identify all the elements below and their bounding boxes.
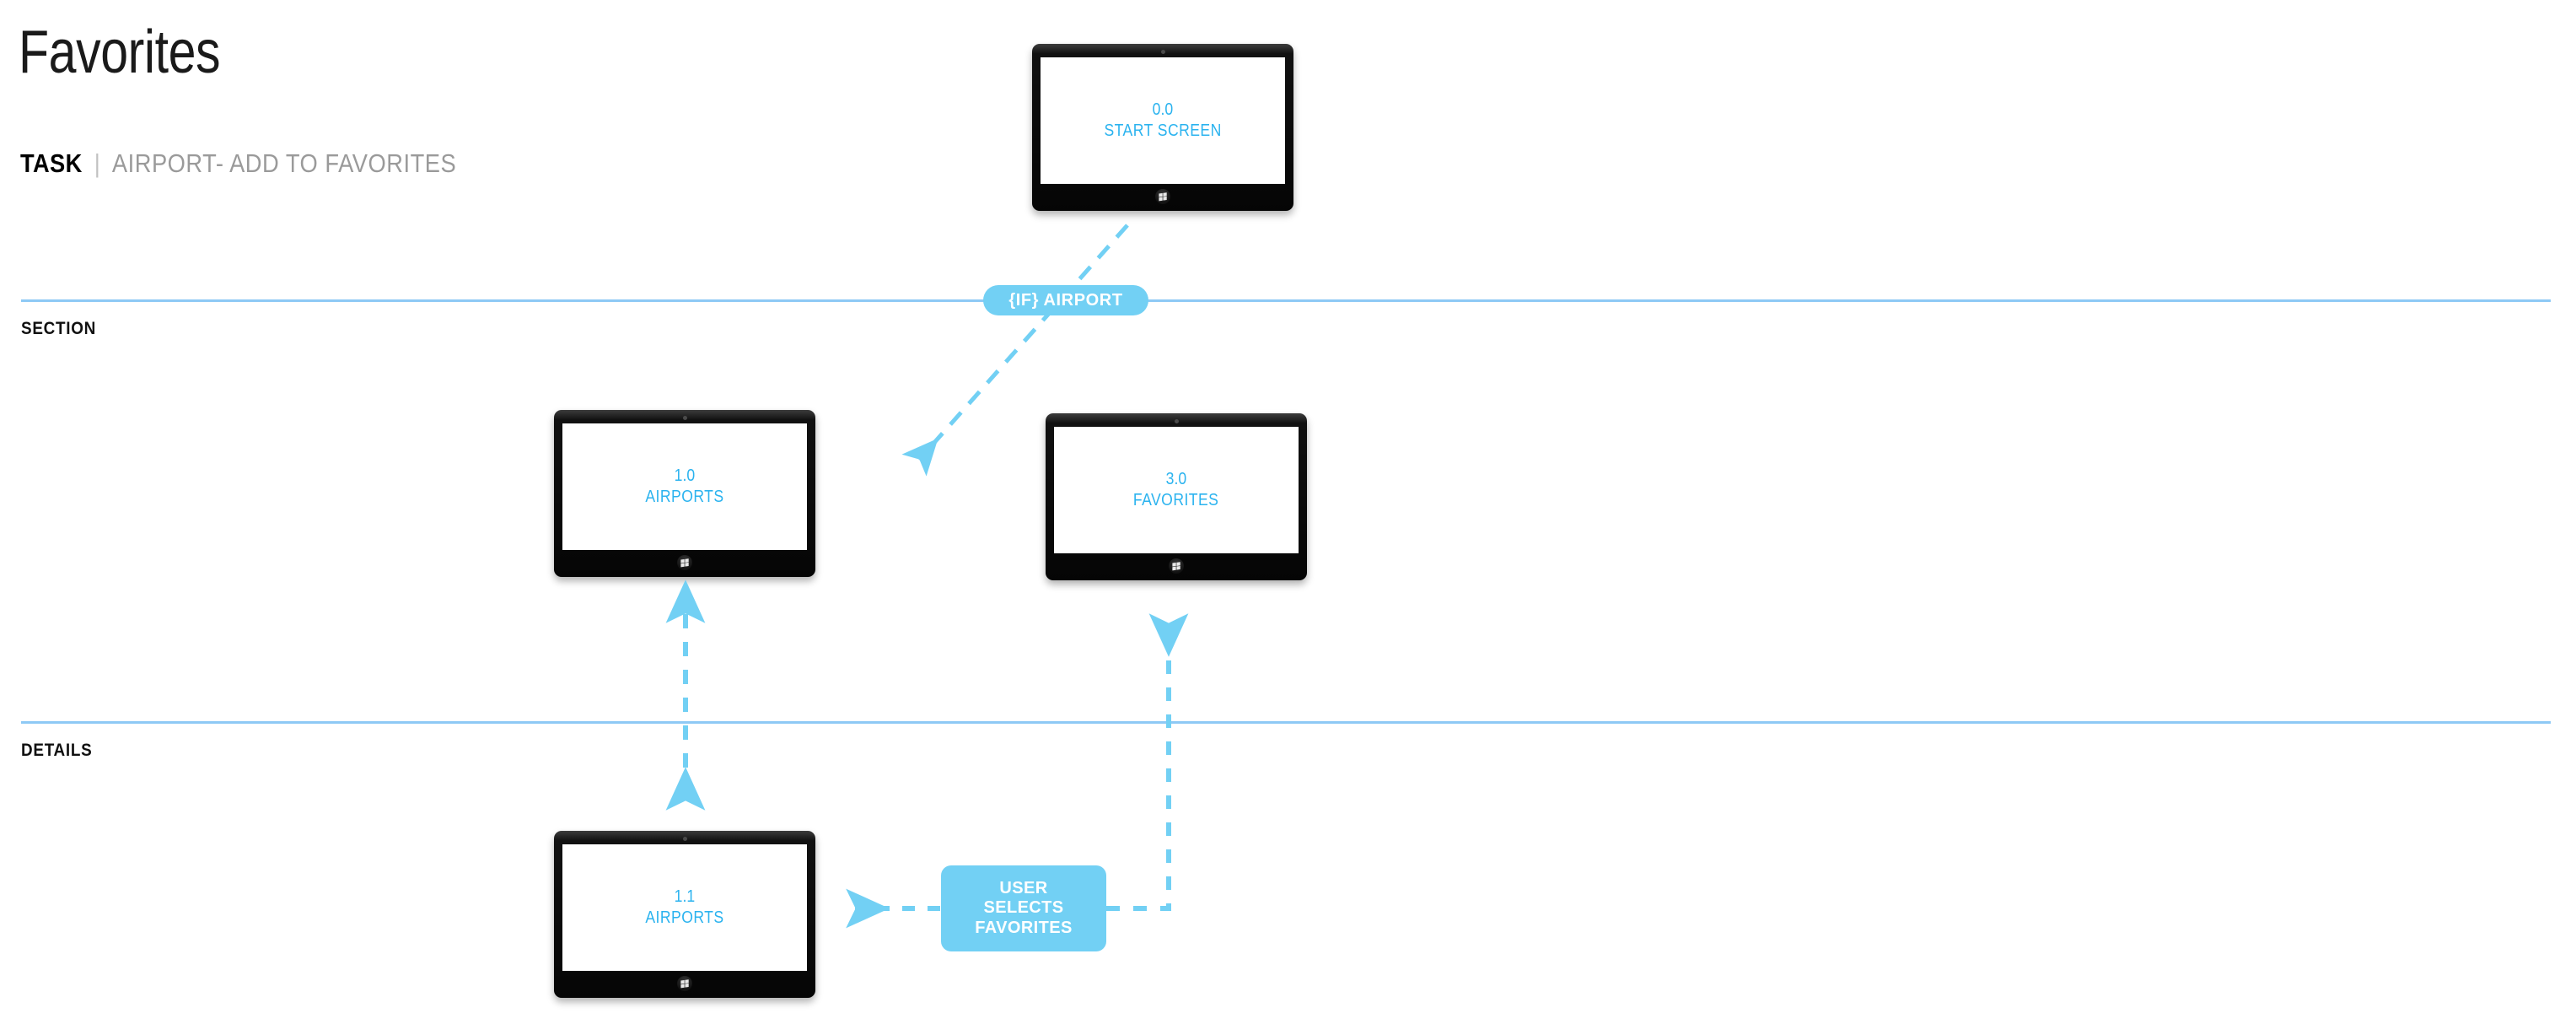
screen-airports-detail[interactable]: 1.1 AIRPORTS	[562, 844, 807, 971]
note-line-3: FAVORITES	[975, 918, 1073, 937]
windows-logo-icon[interactable]	[677, 555, 692, 570]
screen-favorites[interactable]: 3.0 FAVORITES	[1054, 427, 1299, 553]
section-label: SECTION	[21, 319, 97, 338]
windows-logo-icon[interactable]	[677, 976, 692, 991]
screen-number: 0.0	[1152, 100, 1174, 119]
condition-pill-label: {IF} AIRPORT	[1008, 290, 1123, 310]
device-favorites[interactable]: 3.0 FAVORITES	[1046, 413, 1307, 580]
task-breadcrumb: TASK | AIRPORT- ADD TO FAVORITES	[20, 148, 456, 179]
screen-number: 1.0	[674, 466, 696, 485]
windows-logo-icon[interactable]	[1169, 558, 1184, 574]
screen-name: START SCREEN	[1104, 121, 1222, 140]
page-title: Favorites	[19, 19, 221, 86]
task-separator: |	[94, 148, 100, 178]
arrow-note-to-favorites	[1106, 613, 1189, 911]
section-divider-line	[21, 299, 2551, 302]
screen-name: FAVORITES	[1133, 491, 1219, 509]
screen-start-screen[interactable]: 0.0 START SCREEN	[1041, 57, 1285, 184]
device-airports-detail[interactable]: 1.1 AIRPORTS	[554, 831, 815, 998]
camera-dot	[682, 837, 687, 841]
device-airports[interactable]: 1.0 AIRPORTS	[554, 410, 815, 577]
screen-number: 3.0	[1165, 470, 1187, 488]
task-value: AIRPORT- ADD TO FAVORITES	[111, 148, 457, 178]
screen-number: 1.1	[674, 887, 696, 906]
device-start-screen[interactable]: 0.0 START SCREEN	[1032, 44, 1293, 211]
camera-dot	[1174, 419, 1179, 423]
task-label: TASK	[20, 148, 83, 178]
details-divider-line	[21, 721, 2551, 724]
camera-dot	[1160, 50, 1165, 54]
screen-name: AIRPORTS	[645, 908, 724, 927]
note-user-selects-favorites[interactable]: USER SELECTS FAVORITES	[941, 865, 1106, 951]
details-label: DETAILS	[21, 741, 93, 760]
note-line-2: SELECTS	[983, 898, 1064, 918]
screen-name: AIRPORTS	[645, 488, 724, 506]
condition-pill-if-airport[interactable]: {IF} AIRPORT	[983, 285, 1148, 315]
windows-logo-icon[interactable]	[1155, 189, 1170, 204]
note-line-1: USER	[999, 878, 1048, 897]
camera-dot	[682, 416, 687, 420]
screen-airports[interactable]: 1.0 AIRPORTS	[562, 423, 807, 550]
